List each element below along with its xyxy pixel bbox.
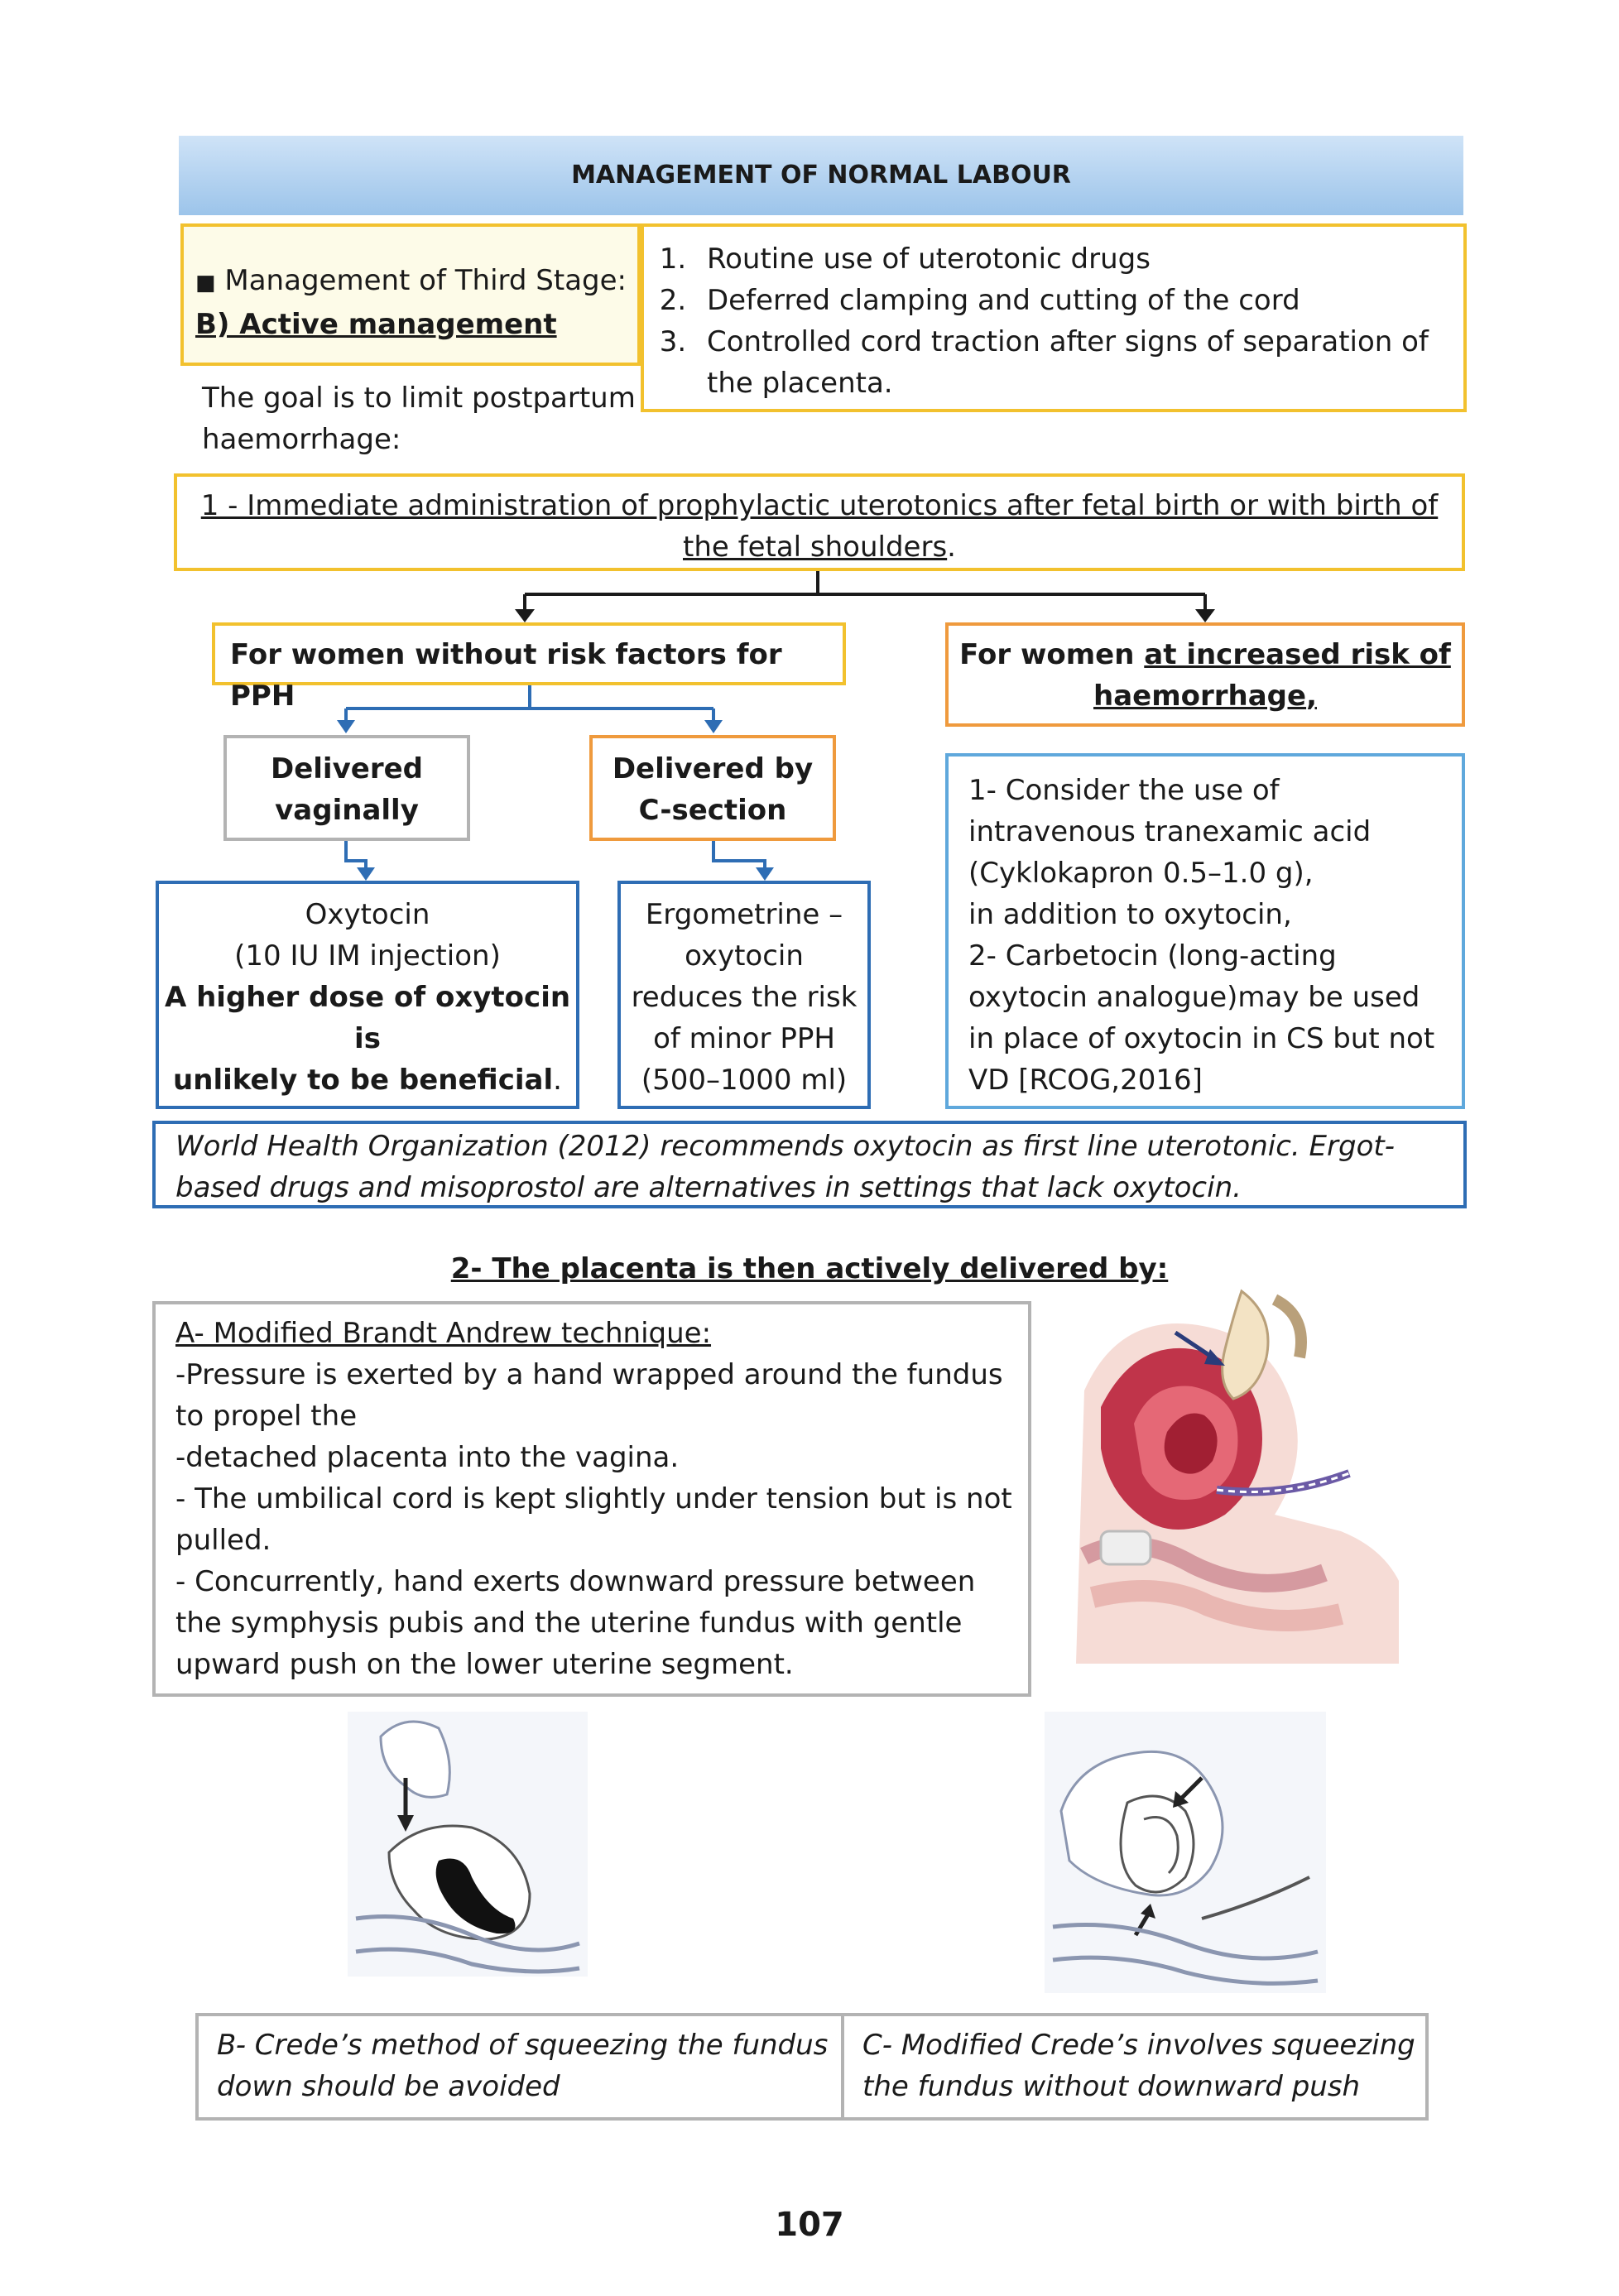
page-header: MANAGEMENT OF NORMAL LABOUR [179,136,1463,215]
modified-crede-illustration [1045,1712,1326,1993]
goal-text: The goal is to limit postpartum haemorrh… [202,382,636,456]
brandt-andrew-box: A- Modified Brandt Andrew technique: -Pr… [152,1301,1031,1697]
step-item: Controlled cord traction after signs of … [695,321,1439,404]
uterus-illustration [1076,1289,1399,1664]
third-stage-label-box: ■ Management of Third Stage: B) Active m… [180,223,641,366]
step-item: Routine use of uterotonic drugs [695,238,1439,280]
bullet-icon: ■ [195,271,216,295]
crede-method-illustration [348,1712,588,1977]
third-stage-label: Management of Third Stage: [224,264,627,297]
active-management-subtitle: B) Active management [195,308,557,341]
delivered-csection-box: Delivered by C-section [589,735,836,841]
placenta-delivery-heading: 2- The placenta is then actively deliver… [450,1252,1169,1285]
modified-crede-cell: C- Modified Crede’s involves squeezing t… [862,2029,1415,2103]
increased-risk-details-box: 1- Consider the use of intravenous trane… [945,753,1465,1109]
step-item: Deferred clamping and cutting of the cor… [695,280,1439,321]
ergometrine-box: Ergometrine – oxytocin reduces the risk … [617,881,871,1109]
page-number: 107 [775,2206,844,2244]
oxytocin-box: Oxytocin (10 IU IM injection) A higher d… [156,881,579,1109]
no-risk-factors-box: For women without risk factors for PPH [212,622,846,713]
increased-risk-box: For women at increased risk of haemorrha… [945,622,1465,727]
crede-methods-table: B- Crede’s method of squeezing the fundu… [195,2013,1429,2121]
third-stage-steps-box: Routine use of uterotonic drugs Deferred… [641,223,1467,412]
who-recommendation-box: World Health Organization (2012) recomme… [152,1121,1467,1208]
crede-method-cell: B- Crede’s method of squeezing the fundu… [199,2016,844,2117]
delivered-vaginally-box: Delivered vaginally [223,735,470,841]
prophylactic-uterotonics-box: 1 - Immediate administration of prophyla… [174,473,1465,571]
steps-list: Routine use of uterotonic drugs Deferred… [644,238,1439,404]
